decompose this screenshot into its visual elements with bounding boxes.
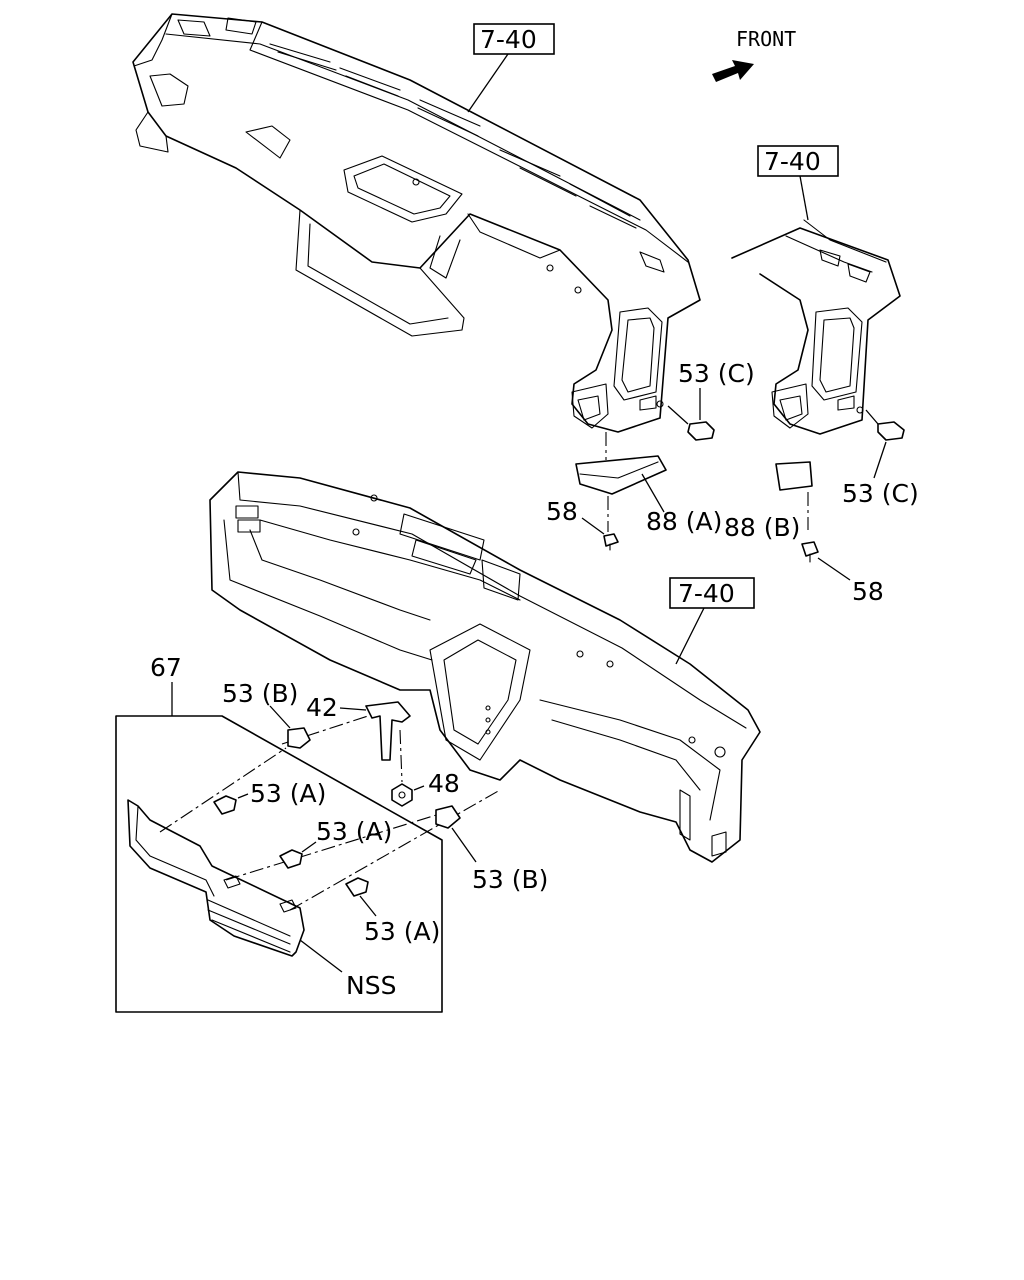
callout-67: 67 [150, 653, 182, 682]
screw-58-left: 58 [546, 496, 619, 551]
cover-88a: 88 (A) [575, 432, 722, 536]
ref-side-dash-label: 7-40 [764, 147, 821, 176]
lower-cover-panel: NSS [127, 799, 396, 1000]
side-panel-detail [731, 219, 901, 435]
callout-53a-3: 53 (A) [364, 917, 440, 946]
clip-53c-upper: 53 (C) [667, 359, 755, 441]
callout-53b-lower: 53 (B) [472, 865, 548, 894]
cover-88b: 88 (B) [724, 461, 813, 542]
callout-88a: 88 (A) [646, 507, 722, 536]
ref-upper-dash-label: 7-40 [480, 25, 537, 54]
clip-53a-3: 53 (A) [345, 877, 440, 946]
clip-53b-lower: 53 (B) [435, 805, 548, 894]
clip-53a-2: 53 (A) [279, 817, 392, 869]
ref-frame: 7-40 [669, 577, 755, 665]
callout-53a-1: 53 (A) [250, 779, 326, 808]
ref-upper-dash: 7-40 [467, 23, 555, 113]
nut-48: 48 [391, 729, 460, 807]
callout-53c-upper: 53 (C) [678, 359, 755, 388]
bracket-42: 42 [306, 693, 411, 761]
ref-side-dash: 7-40 [757, 145, 839, 221]
callout-53c-lower: 53 (C) [842, 479, 919, 508]
callout-42: 42 [306, 693, 338, 722]
callout-88b: 88 (B) [724, 513, 800, 542]
callout-58-left: 58 [546, 497, 578, 526]
instrument-frame [209, 471, 761, 863]
detail-box-67: 67 [115, 653, 443, 1013]
clip-53a-1: 53 (A) [213, 779, 326, 815]
callout-53b-upper: 53 (B) [222, 679, 298, 708]
callout-nss: NSS [346, 971, 396, 1000]
arrow-right-icon [712, 60, 754, 82]
callout-53a-2: 53 (A) [316, 817, 392, 846]
callout-48: 48 [428, 769, 460, 798]
front-label: FRONT [736, 27, 796, 51]
ref-frame-label: 7-40 [678, 579, 735, 608]
front-indicator: FRONT [712, 27, 796, 82]
screw-58-right: 58 [801, 541, 884, 606]
alignment-lines [159, 715, 501, 911]
clip-53b-upper: 53 (B) [222, 679, 311, 749]
upper-instrument-panel [132, 13, 701, 433]
clip-53c-lower: 53 (C) [842, 409, 919, 508]
callout-58-right: 58 [852, 577, 884, 606]
